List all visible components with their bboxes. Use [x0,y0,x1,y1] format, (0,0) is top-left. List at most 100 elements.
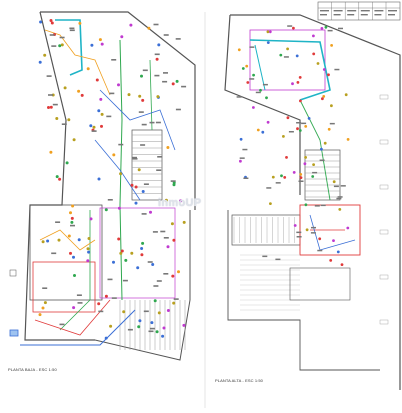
outlet-symbol [265,96,268,100]
legend-label-text [320,10,329,12]
room-label-text [109,92,115,95]
outlet-symbol [320,27,324,30]
legend-label-text [347,10,357,12]
outlet-symbol [137,325,141,329]
upper-floor-data-trunk [249,39,331,101]
outlet-symbol [72,255,75,259]
outlet-symbol [321,97,324,101]
outlet-symbol [299,173,303,176]
room-label-text [156,280,162,282]
room-label-text [163,34,169,36]
room-label-text [163,72,168,74]
outlet-symbol [166,309,170,312]
room-label-text [127,328,133,331]
outlet-symbol [172,301,176,305]
room-label-text [275,258,281,261]
outlet-symbol [312,163,315,167]
elevation-mark [379,184,389,190]
legend-label-text [360,10,370,12]
room-label-text [148,330,154,333]
room-label-text [70,224,75,227]
room-label-text [48,94,53,96]
outlet-symbol [344,93,348,97]
room-label-text [154,53,160,56]
outlet-symbol [172,238,176,242]
outlet-symbol [177,270,180,274]
outlet-symbol [266,41,270,44]
outlet-symbol [70,216,74,220]
room-label-text [243,177,249,179]
outlet-symbol [336,250,340,254]
outlet-symbol [259,88,262,92]
outlet-symbol [239,137,243,141]
outlet-symbol [252,73,256,77]
outlet-symbol [151,263,155,266]
outlet-symbol [49,105,53,109]
outlet-symbol [67,234,71,238]
ground-floor-data-trunk [55,19,83,76]
outlet-symbol [97,177,101,181]
room-label-text [143,310,149,313]
outlet-symbol [298,76,302,79]
room-label-text [149,327,155,330]
ground-floor-dashed-circuit [20,309,136,346]
ground-floor-lighting-run-2 [39,229,96,251]
outlet-symbol [130,251,134,255]
legend-label-text [388,14,395,16]
outlet-symbol [157,43,161,47]
room-label-text [310,232,316,234]
upper-floor-room-magenta-outline [249,29,326,91]
outlet-symbol [120,249,124,253]
outlet-symbol [41,306,45,310]
ground-floor-stair-core [131,129,163,201]
outlet-symbol [261,130,265,134]
room-label-text [249,78,255,80]
room-label-text [319,159,325,161]
ground-floor-room-magenta-outline [99,207,176,299]
room-label-text [111,59,117,61]
upper-floor-terrace [231,214,301,246]
outlet-symbol [136,266,140,270]
outlet-symbol [330,44,333,47]
outlet-symbol [245,64,249,68]
room-label-text [153,23,159,26]
room-label-text [98,310,104,313]
outlet-symbol [266,30,270,34]
ground-floor-outer-wall-south [94,210,191,361]
outlet-symbol [323,141,327,145]
outlet-symbol [38,313,42,317]
room-label-text [111,297,117,299]
room-label-text [156,169,162,171]
outlet-symbol [241,67,245,70]
legend-label-text [333,14,341,16]
elevation-mark [379,229,389,235]
outlet-symbol [311,175,315,178]
room-label-text [255,91,261,94]
room-label-text [337,196,343,198]
room-label-text [314,205,320,207]
room-label-text [69,29,75,32]
outlet-symbol [316,62,320,65]
room-label-text [59,323,65,326]
legend-label-text [388,10,397,12]
room-label-text [107,199,113,201]
room-label-text [262,83,268,86]
room-label-text [175,108,181,111]
outlet-symbol [97,302,101,306]
outlet-symbol [346,226,350,230]
outlet-symbol [161,334,165,338]
room-label-text [91,130,97,132]
room-label-text [301,122,307,125]
outlet-symbol [43,53,47,57]
outlet-symbol [155,330,159,334]
elevation-mark [379,94,389,100]
outlet-symbol [280,174,283,178]
outlet-symbol [127,93,131,97]
room-label-text [76,294,82,296]
outlet-symbol [256,128,260,132]
outlet-symbol [78,21,82,25]
outlet-symbol [70,220,74,224]
elevation-mark [379,319,389,325]
outlet-symbol [312,34,315,38]
